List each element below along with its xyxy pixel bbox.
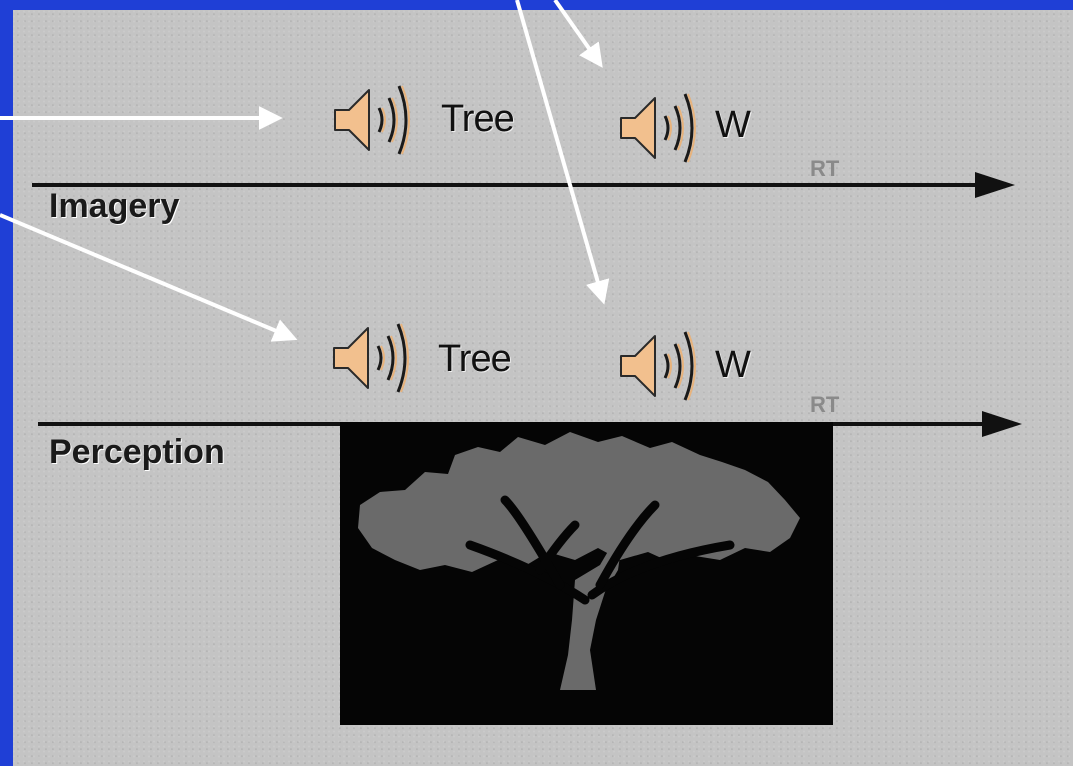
perception-target-word: W — [715, 344, 751, 386]
imagery-rt-label: RT — [810, 156, 840, 181]
imagery-label: Imagery — [49, 187, 180, 225]
imagery-target-word: W — [715, 104, 751, 146]
speaker-sound-icon — [332, 322, 410, 394]
perception-cue-word: Tree — [438, 338, 512, 380]
tree-picture — [340, 422, 833, 725]
speaker-sound-icon — [619, 330, 697, 402]
perception-label: Perception — [49, 433, 225, 471]
imagery-timeline — [32, 172, 1015, 198]
imagery-cue-word: Tree — [441, 98, 515, 140]
diagram-panel — [13, 10, 1073, 766]
perception-rt-label: RT — [810, 392, 840, 417]
speaker-sound-icon — [619, 92, 697, 164]
connector-arrows — [0, 0, 610, 342]
speaker-sound-icon — [333, 84, 411, 156]
